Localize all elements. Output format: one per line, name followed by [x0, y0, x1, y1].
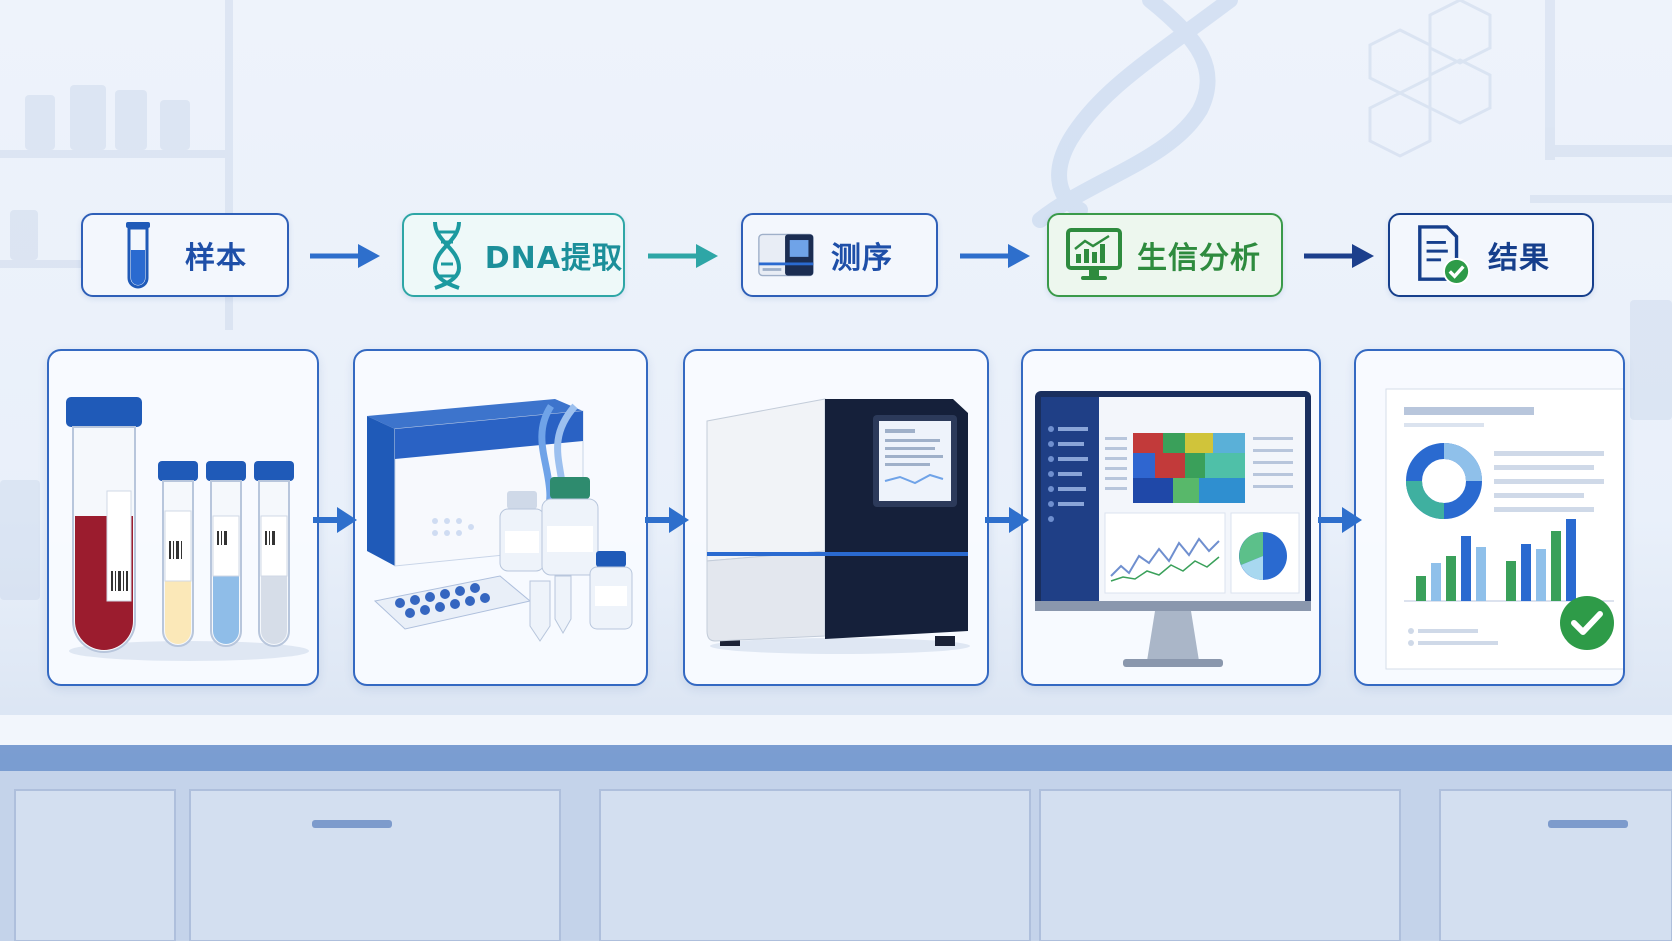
step-label-sequencing: 测序 — [831, 241, 893, 276]
step-sequencing[interactable]: 测序 — [741, 213, 938, 297]
dashboard-monitor-illustration — [1035, 391, 1311, 667]
step-label-sample: 样本 — [185, 241, 247, 276]
step-dna-extraction[interactable]: DNA提取 — [402, 213, 625, 297]
sequencer-illustration — [706, 398, 970, 654]
step-label-result: 结果 — [1488, 241, 1550, 276]
step-label-bioinformatics: 生信分析 — [1137, 241, 1261, 276]
arrow-analysis-to-result — [1304, 244, 1374, 268]
sequencer-icon — [757, 220, 815, 290]
test-tube-icon — [109, 220, 167, 290]
step-bioinformatics[interactable]: 生信分析 — [1047, 213, 1283, 297]
step-sample[interactable]: 样本 — [81, 213, 289, 297]
card-dna-extraction-kit — [353, 349, 648, 686]
blood-tubes-illustration — [66, 397, 309, 661]
arrow-card-4-to-5 — [1318, 507, 1362, 533]
arrow-sequencing-to-analysis — [960, 244, 1030, 268]
step-result[interactable]: 结果 — [1388, 213, 1594, 297]
card-sample-tubes — [47, 349, 319, 686]
report-illustration — [1385, 388, 1623, 670]
extraction-kit-illustration — [367, 399, 633, 642]
card-bioinformatics-dashboard — [1021, 349, 1321, 686]
arrow-card-2-to-3 — [645, 507, 689, 533]
card-result-report — [1354, 349, 1625, 686]
arrow-card-1-to-2 — [313, 507, 357, 533]
arrow-sample-to-dna — [310, 244, 380, 268]
report-check-icon — [1414, 220, 1472, 290]
arrow-dna-to-sequencing — [648, 244, 718, 268]
monitor-chart-icon — [1065, 220, 1123, 290]
card-sequencer — [683, 349, 989, 686]
arrow-card-3-to-4 — [985, 507, 1029, 533]
dna-icon — [424, 220, 471, 290]
step-label-dna-extraction: DNA提取 — [484, 241, 623, 276]
